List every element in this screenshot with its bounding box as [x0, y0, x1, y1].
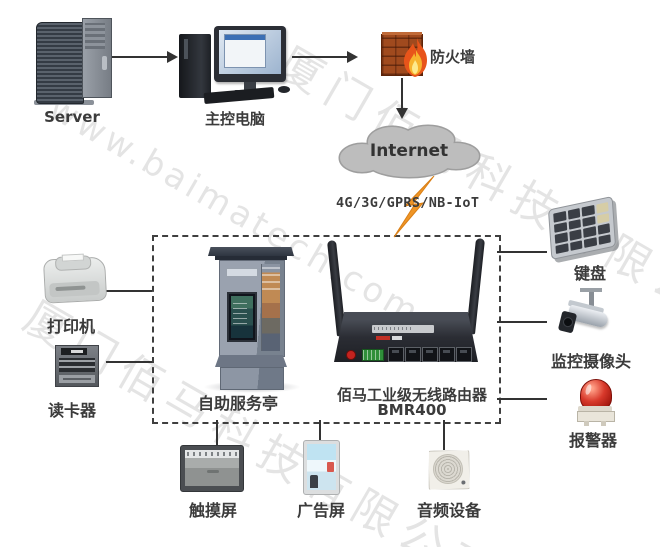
host-computer-label: 主控电脑: [204, 110, 265, 128]
edge-printer-kiosk: [106, 290, 152, 292]
alarm-icon: [574, 379, 616, 426]
camera-icon: [557, 288, 614, 340]
edge-router-camera: [497, 321, 547, 323]
arrowhead-server-pc: [167, 51, 178, 63]
touch-screen-label: 触摸屏: [188, 501, 237, 520]
arrowhead-firewall-internet: [396, 108, 408, 119]
touch-screen-icon: [180, 445, 244, 492]
audio-device-icon: [427, 449, 470, 490]
kiosk-label: 自助服务亭: [197, 394, 278, 413]
internet-label: Internet: [369, 141, 449, 161]
wan-link-label: 4G/3G/GPRS/NB-IoT: [336, 195, 480, 211]
card-reader-icon: [55, 345, 99, 387]
audio-device-label: 音频设备: [416, 501, 481, 520]
edge-reader-kiosk: [106, 361, 152, 363]
router-model-label: BMR400: [377, 401, 447, 419]
alarm-label: 报警器: [568, 431, 617, 450]
lightning-icon: [393, 176, 435, 238]
ad-screen-icon: [303, 440, 340, 495]
edge-router-alarm: [497, 398, 547, 400]
ad-screen-label: 广告屏: [296, 501, 345, 520]
edge-pc-firewall: [292, 56, 349, 58]
server-label: Server: [44, 108, 100, 126]
server-icon: [34, 18, 114, 108]
printer-icon: [42, 252, 110, 305]
router-icon: [326, 238, 486, 372]
arrowhead-pc-firewall: [347, 51, 358, 63]
firewall-icon: [381, 32, 427, 77]
router-label: 佰马工业级无线路由器: [336, 386, 487, 404]
keypad-icon: [547, 195, 617, 261]
flame-icon: [404, 38, 427, 77]
kiosk-boundary-box: [152, 235, 501, 424]
camera-label: 监控摄像头: [550, 352, 631, 371]
edge-kiosk-touch: [216, 420, 218, 446]
edge-kiosk-ad: [319, 420, 321, 441]
kiosk-icon: [203, 247, 301, 393]
card-reader-label: 读卡器: [47, 401, 96, 420]
edge-firewall-internet: [401, 78, 403, 109]
edge-router-audio: [443, 420, 445, 450]
firewall-label: 防火墙: [430, 48, 476, 66]
cloud-icon: [338, 124, 481, 179]
edge-router-keypad: [497, 251, 547, 253]
edge-server-pc: [112, 56, 169, 58]
host-computer-icon: [176, 24, 294, 108]
printer-label: 打印机: [46, 317, 95, 336]
internet-cloud: Internet: [334, 120, 484, 182]
keypad-label: 键盘: [573, 264, 606, 283]
